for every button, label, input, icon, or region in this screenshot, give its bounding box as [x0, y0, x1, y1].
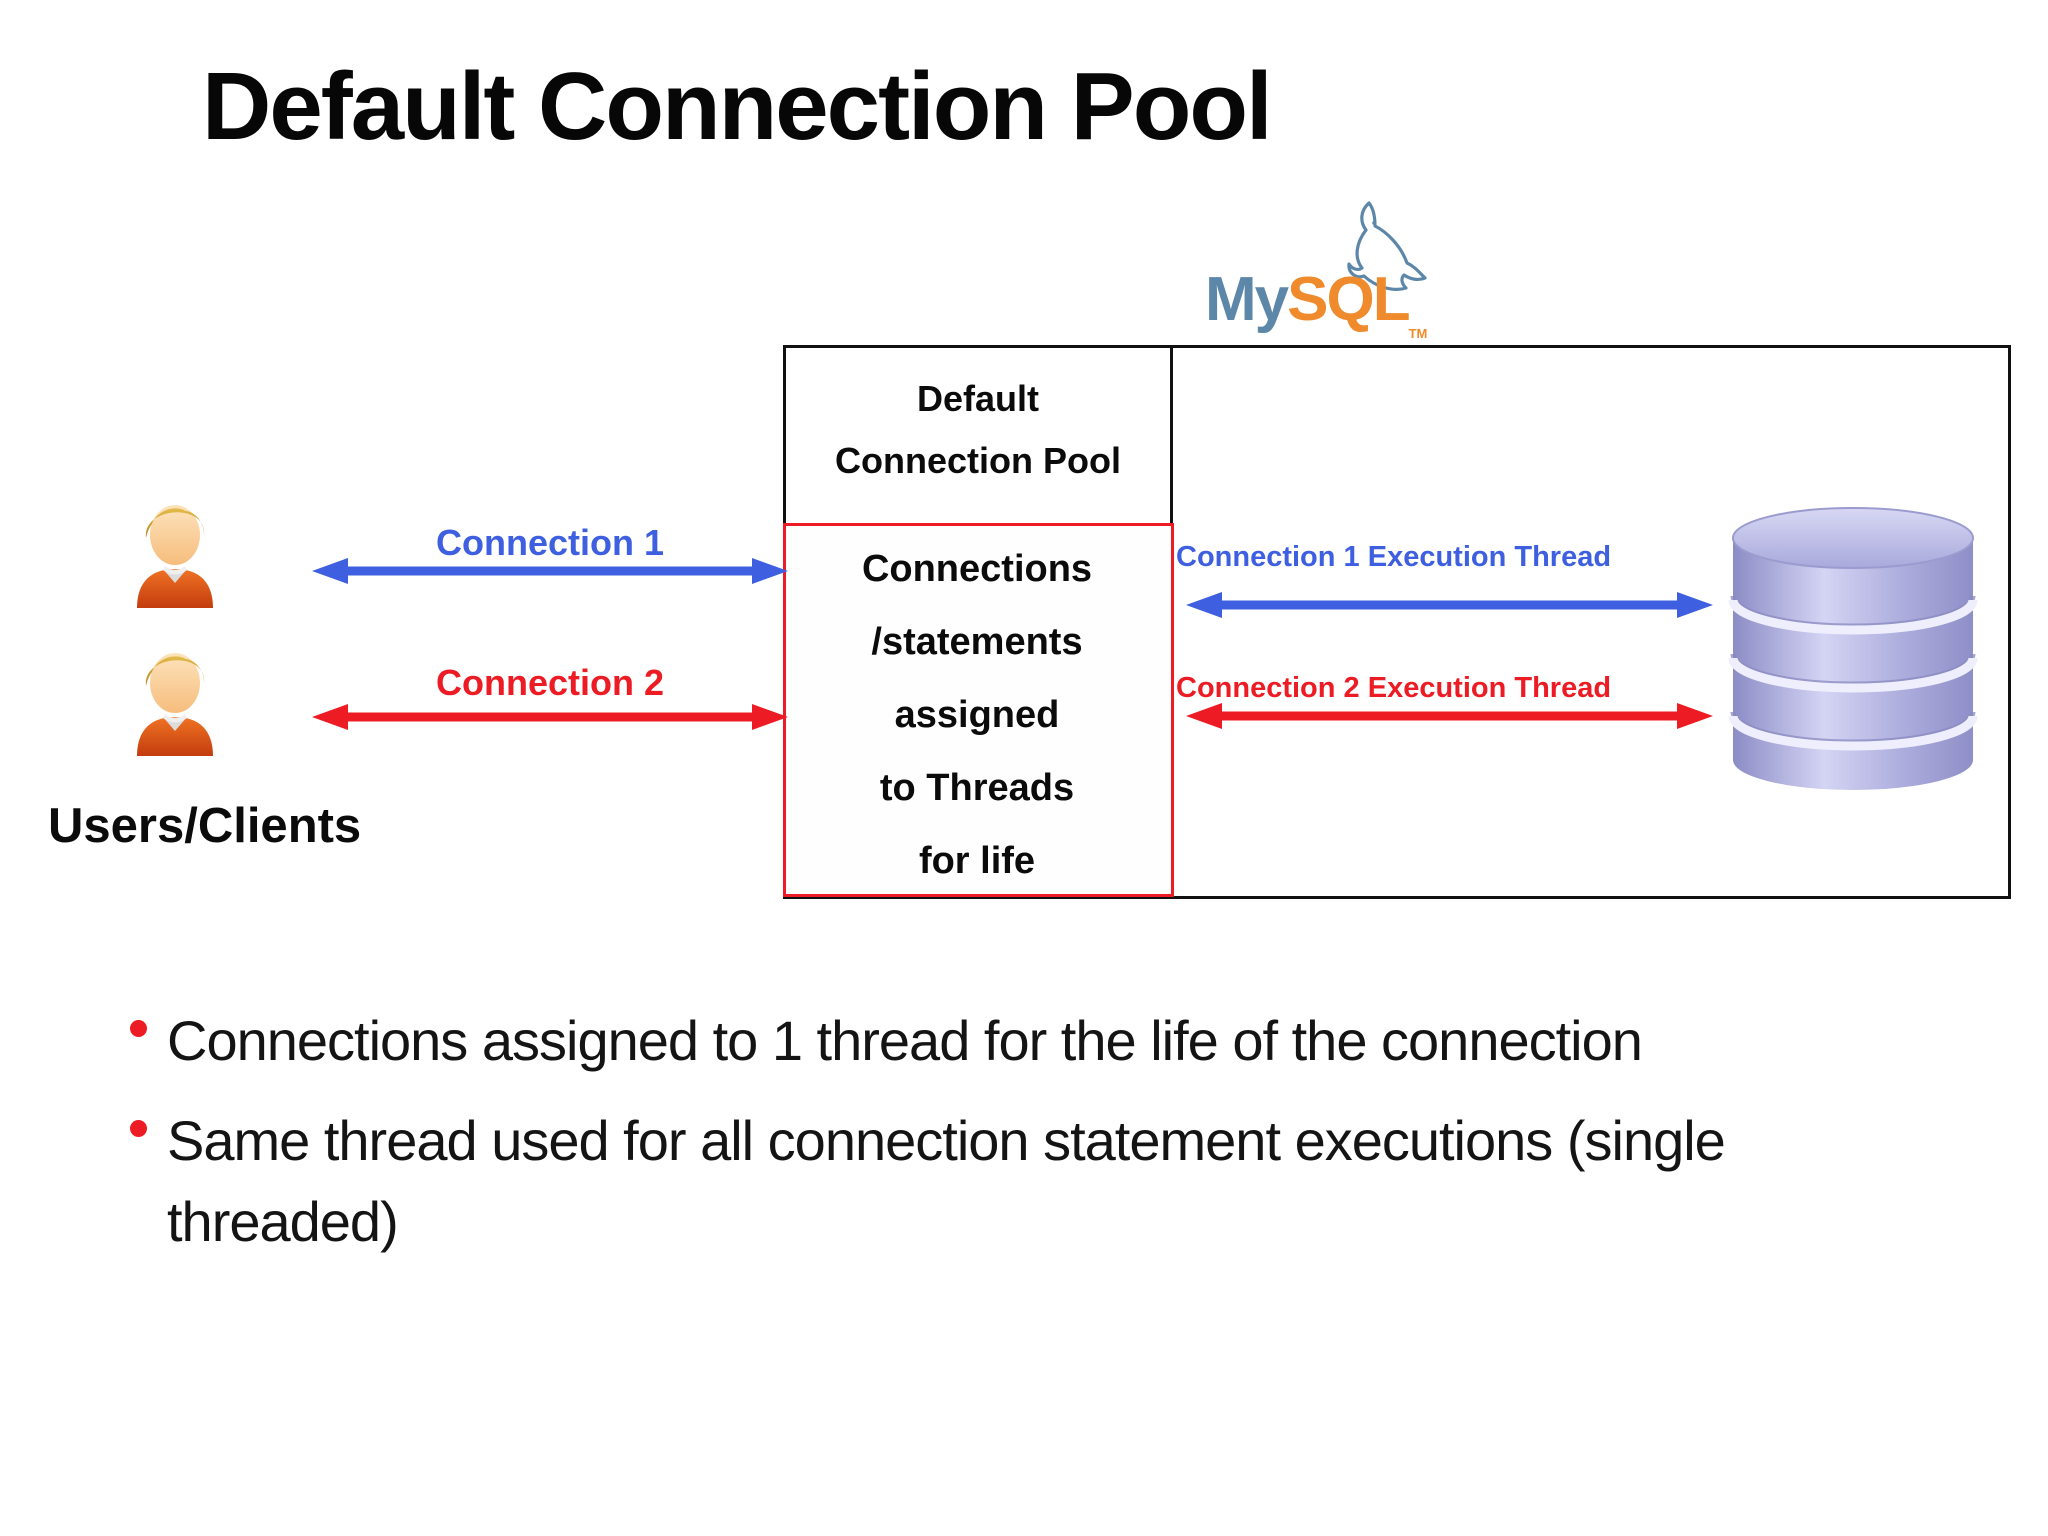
bullet-item: Same thread used for all connection stat… — [167, 1109, 1726, 1253]
pool-header: Default Connection Pool — [783, 368, 1173, 492]
pool-body-line: to Threads — [879, 767, 1075, 809]
bullet-marker — [130, 1020, 147, 1037]
execution-thread1-label: Connection 1 Execution Thread — [1176, 541, 1612, 573]
mysql-wordmark-sql: SQL — [1287, 265, 1410, 334]
mysql-dolphin-icon — [1347, 201, 1427, 291]
pool-body-line: /statements — [871, 621, 1083, 663]
pool-header-line2: Connection Pool — [835, 440, 1121, 481]
users-clients-label: Users/Clients — [48, 799, 362, 853]
execution-thread2-label: Connection 2 Execution Thread — [1176, 672, 1612, 704]
database-cylinder-icon — [1728, 507, 1978, 790]
pool-body-line: Connections — [861, 548, 1093, 590]
execution-thread2-arrow — [1186, 703, 1713, 729]
pool-red-box — [783, 523, 1174, 897]
mysql-logo: MySQLTM — [1205, 198, 1445, 341]
page-title: Default Connection Pool — [202, 53, 1273, 160]
pool-body-text: Connections /statements assigned to Thre… — [786, 533, 1168, 898]
connection1-label: Connection 1 — [435, 522, 664, 563]
execution-thread1-arrow — [1186, 592, 1713, 618]
user-icon — [137, 653, 213, 756]
connection2-label: Connection 2 — [435, 662, 664, 703]
pool-body-line: for life — [918, 840, 1036, 882]
mysql-trademark: TM — [1408, 326, 1428, 341]
pool-header-line1: Default — [916, 378, 1039, 419]
connection2-arrow — [312, 704, 788, 730]
mysql-wordmark-my: My — [1205, 265, 1289, 334]
mysql-wordmark: MySQLTM — [1205, 264, 1427, 341]
bullet-item: Connections assigned to 1 thread for the… — [167, 1009, 1643, 1072]
pool-body-line: assigned — [894, 694, 1060, 736]
bullet-marker — [130, 1120, 147, 1137]
connection1-arrow — [312, 558, 788, 584]
user-icon — [137, 505, 213, 608]
